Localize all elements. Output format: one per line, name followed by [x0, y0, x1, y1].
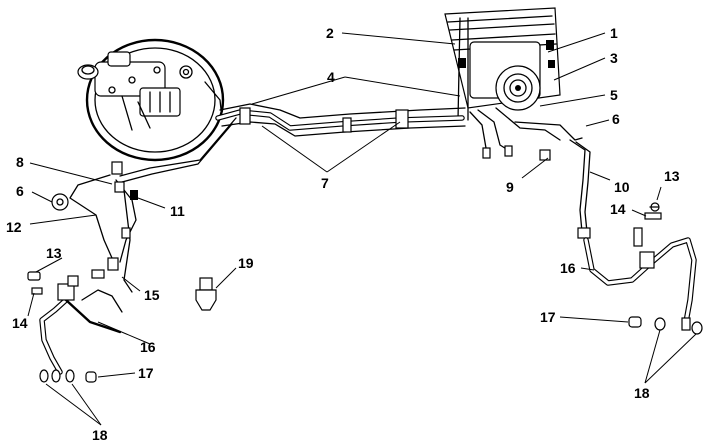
abs-outlet-lines: [469, 107, 583, 161]
brake-booster: [85, 38, 225, 162]
callout-18-left: 18: [92, 427, 108, 443]
callout-numbers: 1 2 3 4 5 6 6 7 8 9 10 11 12 13 13 14 14…: [6, 25, 680, 443]
callout-8: 8: [16, 154, 24, 170]
callout-7: 7: [321, 175, 329, 191]
callout-14-left: 14: [12, 315, 28, 331]
right-front-fasteners: [628, 202, 703, 335]
callout-3: 3: [610, 50, 618, 66]
callout-10: 10: [614, 179, 630, 195]
callout-5: 5: [610, 87, 618, 103]
callout-19: 19: [238, 255, 254, 271]
callout-1: 1: [610, 25, 618, 41]
callout-4: 4: [327, 69, 335, 85]
callout-15: 15: [144, 287, 160, 303]
master-cylinder: [77, 51, 181, 131]
left-front-fasteners: [27, 271, 97, 383]
callout-13-right: 13: [664, 168, 680, 184]
left-front-hose: [39, 269, 123, 375]
callout-13-left: 13: [46, 245, 62, 261]
callout-6-right: 6: [612, 111, 620, 127]
leader-lines: [27, 32, 697, 426]
callout-6-left: 6: [16, 183, 24, 199]
callout-14-right: 14: [610, 201, 626, 217]
main-brake-tubes: [215, 103, 466, 137]
callout-9: 9: [506, 179, 514, 195]
right-front-line: [569, 139, 591, 239]
callout-16-right: 16: [560, 260, 576, 276]
callout-11: 11: [170, 203, 185, 219]
abs-control-unit: [444, 7, 561, 121]
right-front-hose: [583, 227, 697, 331]
callout-2: 2: [326, 25, 334, 41]
callout-17-left: 17: [138, 365, 154, 381]
callout-12: 12: [6, 219, 22, 235]
bolt-part-19: [195, 277, 217, 311]
left-front-tubes: [51, 117, 237, 293]
callout-17-right: 17: [540, 309, 556, 325]
callout-16-left: 16: [140, 339, 156, 355]
callout-18-right: 18: [634, 385, 650, 401]
